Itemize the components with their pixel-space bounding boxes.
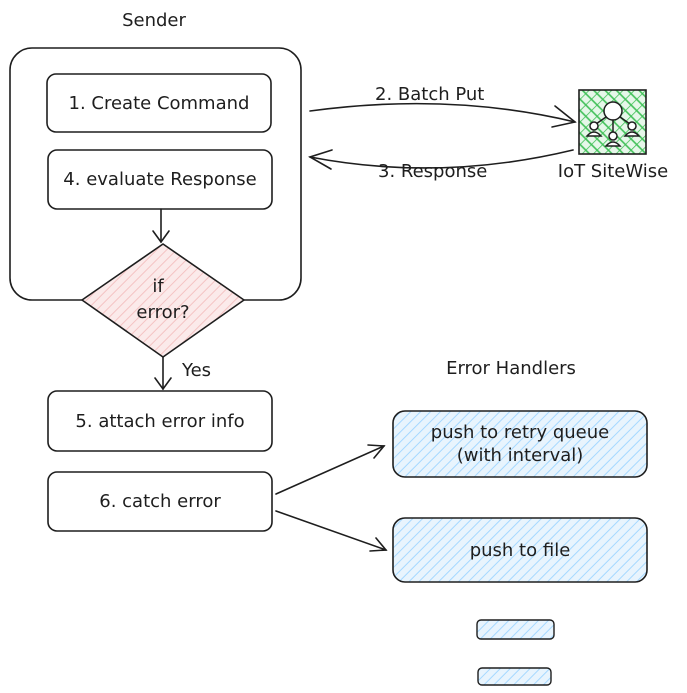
iot-sitewise-icon [578, 89, 647, 155]
decision-label-line1: if [152, 276, 164, 297]
arrow-evaluate-to-decision [152, 208, 170, 244]
attach-error-info-label: 5. attach error info [75, 410, 245, 432]
error-handlers-title: Error Handlers [446, 358, 576, 379]
if-error-decision [81, 243, 245, 358]
catch-error-label: 6. catch error [99, 491, 221, 512]
response-label: 3. Response [378, 161, 488, 182]
decision-label-line2: error? [136, 302, 190, 323]
retry-queue-label: push to retry queue (with interval) [393, 411, 647, 477]
evaluate-response-label: 4. evaluate Response [63, 169, 257, 190]
retry-queue-box [392, 410, 648, 478]
arrow-catch-to-file [275, 510, 388, 552]
create-command-label: 1. Create Command [68, 92, 250, 114]
retry-queue-line2: (with interval) [456, 445, 584, 466]
batch-put-label: 2. Batch Put [375, 84, 485, 105]
arrow-decision-to-attach [154, 356, 172, 391]
arrow-batch-put [309, 102, 577, 128]
placeholder-box-1 [476, 619, 555, 640]
create-command-box [46, 73, 272, 133]
placeholder-box-2 [477, 667, 552, 686]
catch-error-box [47, 471, 273, 532]
attach-error-info-box [47, 390, 273, 452]
push-to-file-box [392, 517, 648, 583]
push-to-file-label: push to file [469, 539, 571, 561]
sender-title: Sender [122, 10, 186, 31]
arrow-catch-to-retry [275, 444, 386, 495]
yes-label: Yes [182, 360, 212, 381]
retry-queue-line1: push to retry queue [430, 422, 610, 443]
evaluate-response-box [47, 149, 273, 210]
arrow-response [308, 149, 574, 170]
iot-sitewise-label: IoT SiteWise [557, 161, 669, 182]
